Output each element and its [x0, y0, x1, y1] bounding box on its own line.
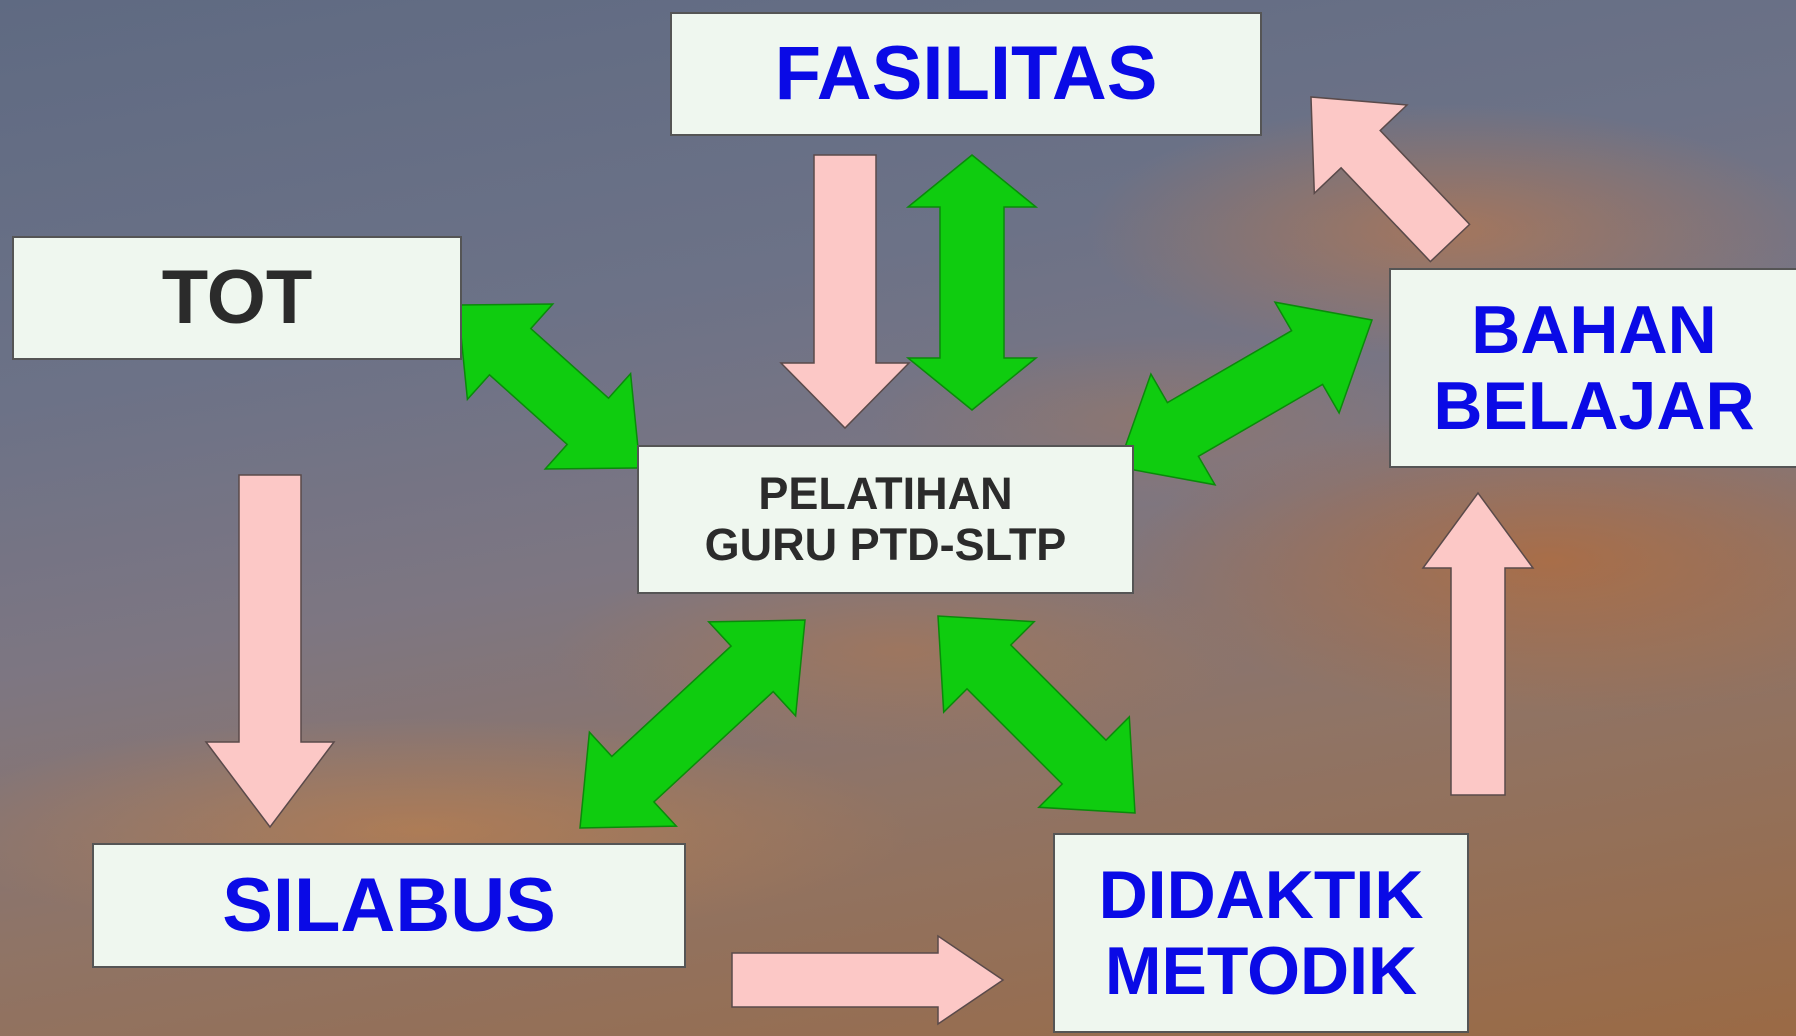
arrow-tot-pelatihan-two-way	[457, 303, 641, 470]
node-fasilitas[interactable]: FASILITAS	[670, 12, 1262, 136]
node-didaktik-metodik[interactable]: DIDAKTIK METODIK	[1053, 833, 1469, 1033]
node-tot-label: TOT	[161, 255, 313, 341]
arrow-tot-to-silabus	[204, 474, 336, 829]
arrow-fasilitas-to-pelatihan	[779, 154, 911, 430]
node-tot[interactable]: TOT	[12, 236, 462, 360]
arrow-silabus-to-didaktik	[731, 934, 1005, 1026]
node-bahan-belajar-line1: BAHAN	[1471, 291, 1717, 368]
node-pelatihan-line2: GURU PTD-SLTP	[704, 518, 1067, 570]
arrow-didaktik-pelatihan-two-way	[937, 615, 1136, 814]
node-bahan-belajar[interactable]: BAHAN BELAJAR	[1389, 268, 1796, 468]
arrow-fasilitas-pelatihan-two-way	[905, 154, 1039, 411]
node-silabus-label: SILABUS	[222, 862, 556, 948]
node-didaktik-metodik-line2: METODIK	[1104, 933, 1418, 1009]
node-pelatihan-line1: PELATIHAN	[758, 468, 1013, 520]
node-fasilitas-label: FASILITAS	[774, 31, 1158, 117]
node-silabus[interactable]: SILABUS	[92, 843, 686, 968]
node-bahan-belajar-line2: BELAJAR	[1433, 368, 1755, 444]
arrow-bahan-belajar-pelatihan-two-way	[1116, 301, 1374, 486]
arrow-bahan-belajar-to-fasilitas	[1310, 96, 1471, 263]
arrow-silabus-pelatihan-two-way	[579, 619, 806, 829]
node-didaktik-metodik-line1: DIDAKTIK	[1098, 856, 1424, 933]
arrow-didaktik-to-bahan-belajar	[1421, 491, 1535, 796]
node-pelatihan[interactable]: PELATIHAN GURU PTD-SLTP	[637, 445, 1134, 594]
